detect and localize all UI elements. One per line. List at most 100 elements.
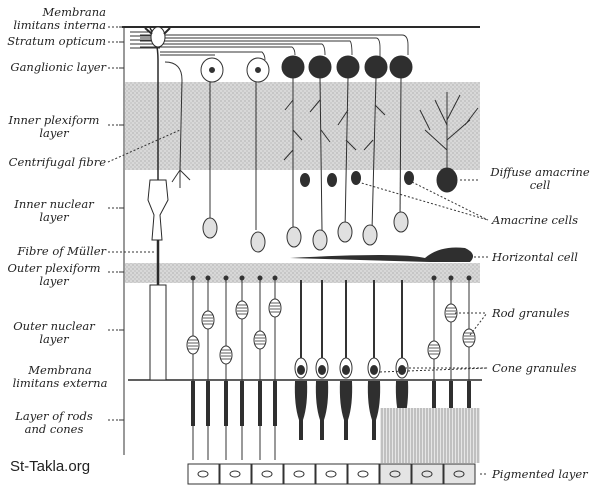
- label-membrana-limitans-externa: Membrana limitans externa: [2, 364, 118, 390]
- pigment-cell-nucleus: [325, 470, 337, 478]
- rod-outer-segment: [273, 381, 277, 426]
- label-line: layer: [39, 210, 69, 224]
- outer-plexiform-band: [125, 263, 480, 283]
- label-centrifugal-fibre: Centrifugal fibre: [8, 155, 106, 169]
- cone-nucleus: [398, 365, 406, 375]
- pigment-cell: [283, 463, 316, 485]
- label-fibre-of-muller: Fibre of Müller: [17, 244, 106, 258]
- pigment-cell-nucleus: [421, 470, 433, 478]
- rod-spherule: [223, 275, 229, 281]
- rod-spherule: [448, 275, 454, 281]
- label-outer-nuclear-layer: Outer nuclear layer: [2, 320, 106, 346]
- ganglion-cells-light: [200, 57, 270, 230]
- inner-plexiform-band: [125, 82, 480, 170]
- label-line: Outer nuclear: [13, 319, 95, 333]
- label-inner-nuclear-layer: Inner nuclear layer: [2, 198, 106, 224]
- pigment-cell-nucleus: [229, 470, 241, 478]
- cone-nucleus: [318, 365, 326, 375]
- rod-spherule: [431, 275, 437, 281]
- pigment-cell: [251, 463, 284, 485]
- rod-outer-segment: [240, 381, 244, 426]
- label-line: Membrana: [28, 363, 92, 377]
- pigment-cell: [379, 463, 412, 485]
- label-line: Diffuse amacrine: [490, 165, 590, 179]
- pigment-cell-nucleus: [293, 470, 305, 478]
- label-pigmented-layer: Pigmented layer: [492, 467, 588, 481]
- label-line: Inner plexiform: [8, 113, 100, 127]
- label-membrana-limitans-interna: Membrana limitans interna: [2, 6, 106, 32]
- ganglion-cells-dark: [281, 55, 413, 231]
- rod-outer-segment: [206, 381, 210, 426]
- rod-spherule: [190, 275, 196, 281]
- muller-fibre: [144, 26, 171, 381]
- pigment-cell: [219, 463, 252, 485]
- rod-outer-segment: [449, 381, 453, 426]
- cone-nucleus: [370, 365, 378, 375]
- centrifugal-fibre: [164, 61, 191, 188]
- pigmented-layer-cells: [187, 463, 476, 485]
- label-line: layer: [39, 332, 69, 346]
- rod-outer-segment: [191, 381, 195, 426]
- rod-granule: [186, 335, 200, 355]
- rod-granule: [253, 330, 267, 350]
- diffuse-amacrine-cell: [419, 92, 479, 193]
- watermark: St-Takla.org: [10, 458, 91, 475]
- label-line: layer: [39, 126, 69, 140]
- rod-outer-segment: [432, 381, 436, 426]
- label-line: and cones: [24, 422, 84, 436]
- label-leaders-left: [107, 26, 181, 421]
- photoreceptors: [186, 275, 476, 460]
- label-line: Membrana: [42, 5, 106, 19]
- label-layer-of-rods-and-cones: Layer of rods and cones: [2, 410, 106, 436]
- label-leaders-right: [357, 179, 489, 475]
- horizontal-cell: [290, 247, 474, 262]
- layer-brackets: [119, 26, 125, 455]
- pigment-cell-nucleus: [389, 470, 401, 478]
- rod-spherule: [239, 275, 245, 281]
- rod-spherule: [257, 275, 263, 281]
- label-rod-granules: Rod granules: [492, 306, 570, 320]
- rod-outer-segment: [467, 381, 471, 426]
- pigment-cell-nucleus: [453, 470, 465, 478]
- label-amacrine-cells: Amacrine cells: [492, 213, 579, 227]
- label-stratum-opticum: Stratum opticum: [7, 34, 106, 48]
- label-line: cell: [529, 178, 551, 192]
- pigment-cell-nucleus: [261, 470, 273, 478]
- label-line: layer: [39, 274, 69, 288]
- amacrine-cells: [300, 171, 414, 187]
- rod-spherule: [205, 275, 211, 281]
- stratum-opticum-fibres: [130, 31, 409, 61]
- label-line: limitans interna: [13, 18, 106, 32]
- rod-cone-tips-shaded: [380, 408, 480, 463]
- pigment-cell-nucleus: [197, 470, 209, 478]
- rod-granule: [268, 298, 282, 318]
- rod-granule: [219, 345, 233, 365]
- cone-outer-segment: [339, 381, 353, 440]
- label-horizontal-cell: Horizontal cell: [492, 250, 578, 264]
- pigment-cell: [347, 463, 380, 485]
- pigment-cell: [411, 463, 444, 485]
- cone-nucleus: [342, 365, 350, 375]
- label-line: Layer of rods: [15, 409, 93, 423]
- label-line: limitans externa: [12, 376, 108, 390]
- rod-granule: [201, 310, 215, 330]
- bipolar-cells: [202, 211, 409, 253]
- rod-granule: [235, 300, 249, 320]
- label-inner-plexiform-layer: Inner plexiform layer: [2, 114, 106, 140]
- cone-outer-segment: [315, 381, 329, 440]
- rod-spherule: [272, 275, 278, 281]
- label-cone-granules: Cone granules: [492, 361, 577, 375]
- label-outer-plexiform-layer: Outer plexiform layer: [2, 262, 106, 288]
- rod-granule: [427, 340, 441, 360]
- pigment-cell: [315, 463, 348, 485]
- cone-outer-segment: [294, 381, 308, 440]
- rod-granule: [462, 328, 476, 348]
- pigment-cell: [187, 463, 220, 485]
- cone-nucleus: [297, 365, 305, 375]
- label-diffuse-amacrine-cell: Diffuse amacrine cell: [484, 166, 596, 192]
- label-line: Outer plexiform: [7, 261, 101, 275]
- pigment-cell-nucleus: [357, 470, 369, 478]
- label-ganglionic-layer: Ganglionic layer: [10, 60, 106, 74]
- rod-outer-segment: [224, 381, 228, 426]
